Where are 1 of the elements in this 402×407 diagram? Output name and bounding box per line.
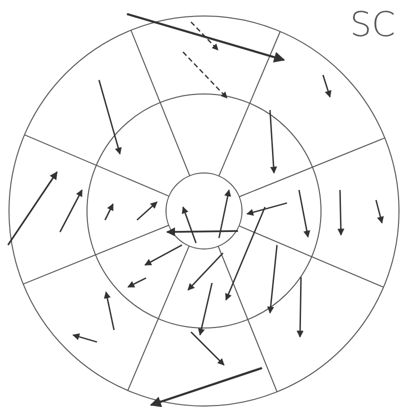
heading-text: SC bbox=[350, 8, 396, 42]
